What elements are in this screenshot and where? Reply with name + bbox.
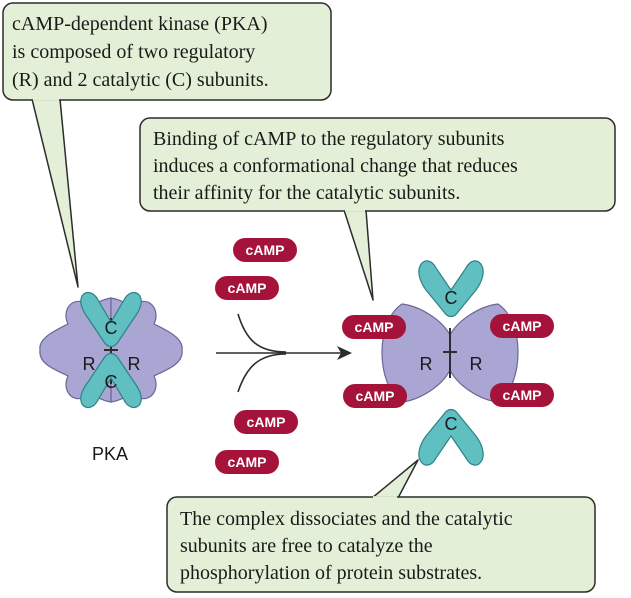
regulatory-label-left: R bbox=[83, 354, 96, 374]
catalytic-subunit-free-top bbox=[418, 260, 484, 318]
camp-free-3: cAMP bbox=[234, 410, 298, 434]
callout-dissociation-line-2: subunits are free to catalyze the bbox=[180, 535, 433, 557]
camp-bound-2: cAMP bbox=[490, 314, 554, 338]
catalytic-subunit-free-bottom bbox=[418, 408, 484, 466]
callout-camp-binding-line-1: Binding of cAMP to the regulatory subuni… bbox=[153, 128, 505, 150]
callout-camp-binding-box bbox=[139, 117, 616, 212]
camp-free-3-label: cAMP bbox=[247, 414, 286, 430]
camp-free-1-label: cAMP bbox=[246, 242, 285, 258]
callout-camp-binding-pointer bbox=[343, 209, 374, 301]
reaction-arrow bbox=[216, 313, 352, 393]
catalytic-label-free-top: C bbox=[445, 288, 458, 308]
callout-dissociation-pointer bbox=[371, 459, 419, 499]
callout-camp-binding: Binding of cAMP to the regulatory subuni… bbox=[139, 117, 616, 301]
camp-entry-curve-bottom bbox=[237, 353, 287, 393]
catalytic-label-free-bottom: C bbox=[445, 414, 458, 434]
active-pka-complex: R R C C bbox=[381, 260, 519, 466]
camp-bound-4: cAMP bbox=[490, 383, 554, 407]
catalytic-subunit-bottom bbox=[80, 352, 142, 409]
camp-free-1: cAMP bbox=[233, 238, 297, 262]
callout-pka-composition-line-1: cAMP-dependent kinase (PKA) bbox=[12, 13, 268, 35]
callout-camp-binding-line-3: their affinity for the catalytic subunit… bbox=[153, 182, 460, 204]
inactive-pka-complex: C C R R PKA bbox=[39, 291, 183, 464]
catalytic-label-bottom: C bbox=[105, 372, 118, 392]
camp-bound-1: cAMP bbox=[342, 315, 406, 339]
callout-pka-composition-line-3: (R) and 2 catalytic (C) subunits. bbox=[12, 69, 269, 91]
regulatory-label-active-right: R bbox=[470, 354, 483, 374]
callout-pka-composition-line-2: is composed of two regulatory bbox=[12, 41, 255, 63]
camp-entry-curve-top bbox=[237, 313, 287, 353]
callout-dissociation: The complex dissociates and the catalyti… bbox=[166, 459, 596, 593]
callout-camp-binding-line-2: induces a conformational change that red… bbox=[153, 155, 518, 177]
camp-free-4: cAMP bbox=[215, 450, 279, 474]
camp-free-2: cAMP bbox=[215, 276, 279, 300]
camp-bound-1-label: cAMP bbox=[355, 319, 394, 335]
camp-free-4-label: cAMP bbox=[228, 454, 267, 470]
catalytic-label-top: C bbox=[105, 318, 118, 338]
callout-dissociation-line-1: The complex dissociates and the catalyti… bbox=[180, 508, 513, 530]
arrow-head bbox=[337, 346, 352, 360]
regulatory-label-right: R bbox=[128, 354, 141, 374]
pka-label: PKA bbox=[92, 444, 128, 464]
camp-bound-3-label: cAMP bbox=[356, 388, 395, 404]
camp-bound-2-label: cAMP bbox=[503, 318, 542, 334]
callout-pka-composition-pointer bbox=[31, 98, 79, 288]
regulatory-label-active-left: R bbox=[420, 354, 433, 374]
callout-pka-composition-box bbox=[2, 2, 332, 101]
camp-bound-4-label: cAMP bbox=[503, 387, 542, 403]
camp-free-2-label: cAMP bbox=[228, 280, 267, 296]
callout-pka-composition: cAMP-dependent kinase (PKA) is composed … bbox=[2, 2, 332, 288]
callout-dissociation-line-3: phosphorylation of protein substrates. bbox=[180, 562, 482, 584]
camp-bound-3: cAMP bbox=[343, 384, 407, 408]
catalytic-subunit-top bbox=[80, 291, 142, 348]
